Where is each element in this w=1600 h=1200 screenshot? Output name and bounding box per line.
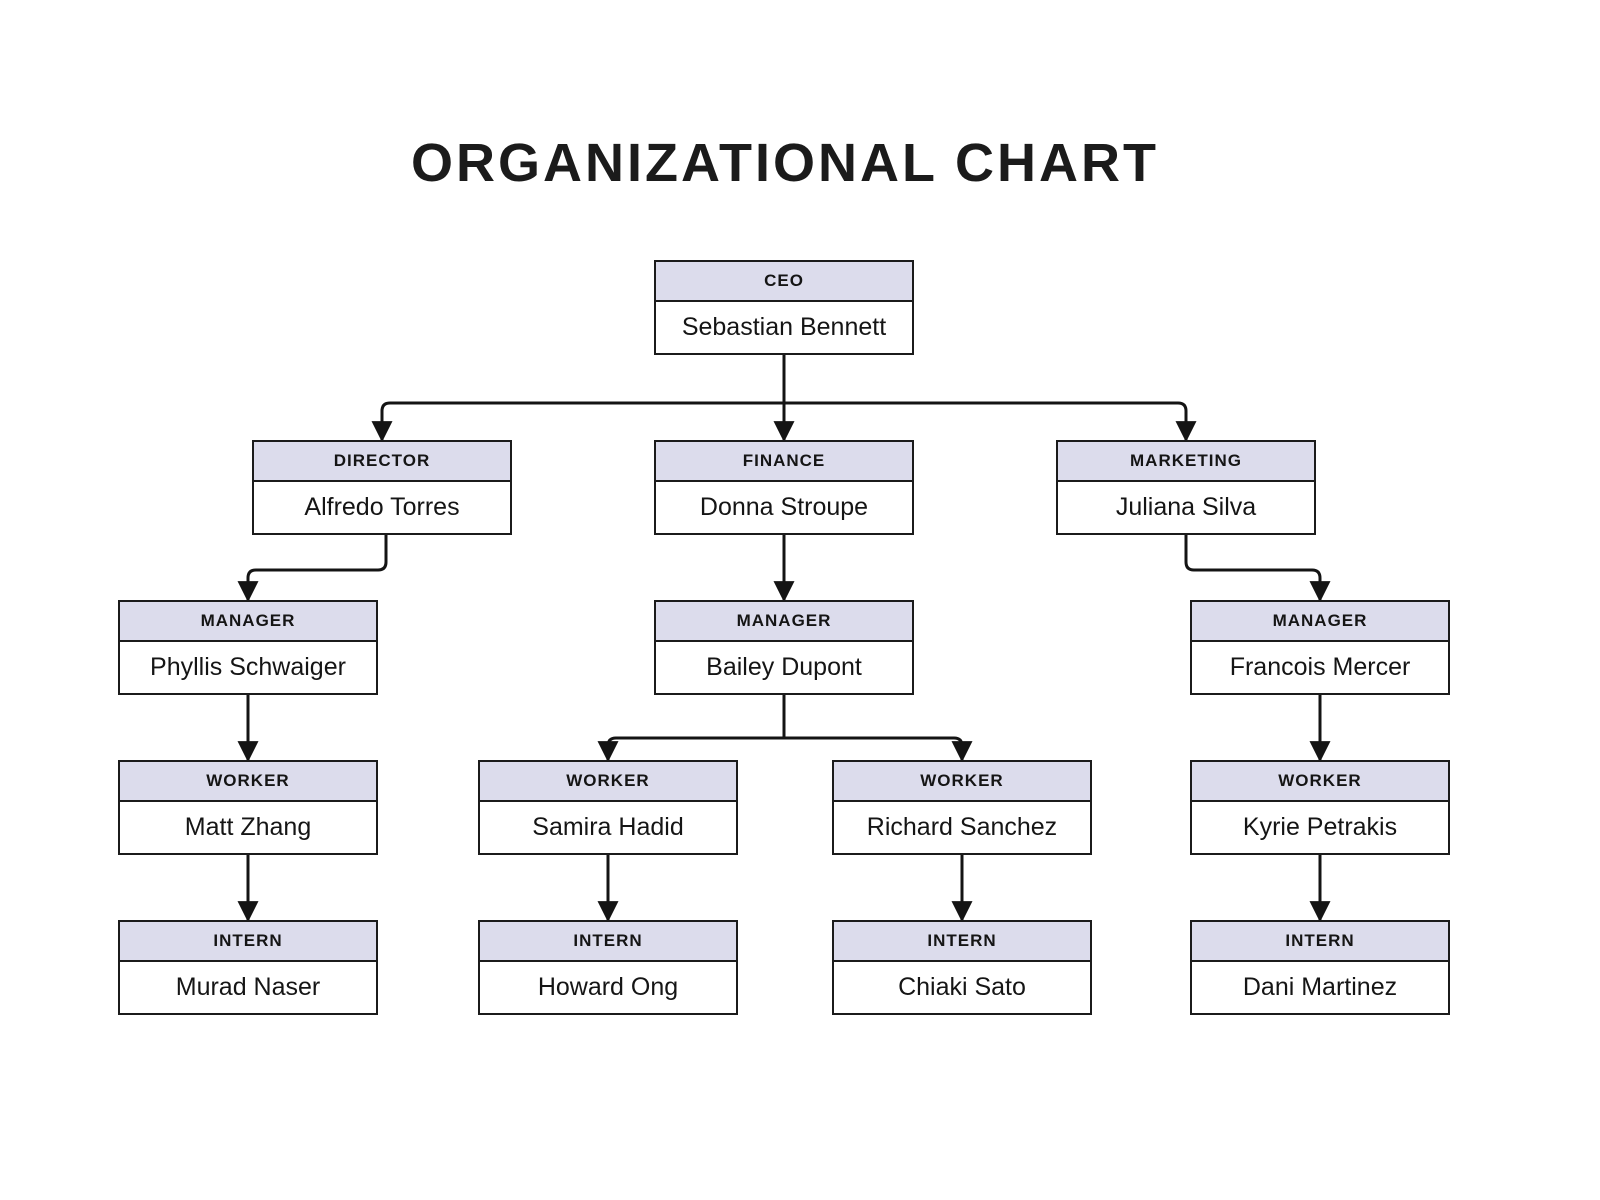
- node-finance: FINANCE Donna Stroupe: [654, 440, 914, 535]
- page-title: ORGANIZATIONAL CHART: [411, 133, 1159, 193]
- node-person-name: Matt Zhang: [120, 802, 376, 853]
- node-role-label: WORKER: [480, 762, 736, 802]
- node-ceo: CEO Sebastian Bennett: [654, 260, 914, 355]
- node-role-label: MANAGER: [120, 602, 376, 642]
- node-role-label: MANAGER: [656, 602, 912, 642]
- node-person-name: Francois Mercer: [1192, 642, 1448, 693]
- edge-manager-2-worker-2: [597, 736, 784, 763]
- node-intern-4: INTERN Dani Martinez: [1190, 920, 1450, 1015]
- node-director: DIRECTOR Alfredo Torres: [252, 440, 512, 535]
- node-worker-3: WORKER Richard Sanchez: [832, 760, 1092, 855]
- edge-marketing-manager-3: [1184, 535, 1331, 603]
- edge-ceo-marketing: [784, 401, 1197, 443]
- node-person-name: Bailey Dupont: [656, 642, 912, 693]
- node-role-label: MARKETING: [1058, 442, 1314, 482]
- node-person-name: Kyrie Petrakis: [1192, 802, 1448, 853]
- node-person-name: Donna Stroupe: [656, 482, 912, 533]
- node-person-name: Samira Hadid: [480, 802, 736, 853]
- node-manager-2: MANAGER Bailey Dupont: [654, 600, 914, 695]
- node-worker-2: WORKER Samira Hadid: [478, 760, 738, 855]
- node-manager-3: MANAGER Francois Mercer: [1190, 600, 1450, 695]
- node-worker-1: WORKER Matt Zhang: [118, 760, 378, 855]
- edge-manager-2-worker-3: [784, 736, 973, 763]
- node-person-name: Sebastian Bennett: [656, 302, 912, 353]
- edge-director-manager-1: [237, 535, 388, 603]
- node-role-label: INTERN: [120, 922, 376, 962]
- node-role-label: INTERN: [1192, 922, 1448, 962]
- node-role-label: DIRECTOR: [254, 442, 510, 482]
- node-intern-2: INTERN Howard Ong: [478, 920, 738, 1015]
- node-role-label: CEO: [656, 262, 912, 302]
- node-role-label: WORKER: [834, 762, 1090, 802]
- node-intern-3: INTERN Chiaki Sato: [832, 920, 1092, 1015]
- node-role-label: FINANCE: [656, 442, 912, 482]
- node-person-name: Phyllis Schwaiger: [120, 642, 376, 693]
- edge-ceo-director: [371, 401, 784, 443]
- node-role-label: INTERN: [480, 922, 736, 962]
- node-marketing: MARKETING Juliana Silva: [1056, 440, 1316, 535]
- node-manager-1: MANAGER Phyllis Schwaiger: [118, 600, 378, 695]
- node-person-name: Dani Martinez: [1192, 962, 1448, 1013]
- node-intern-1: INTERN Murad Naser: [118, 920, 378, 1015]
- node-role-label: WORKER: [120, 762, 376, 802]
- node-person-name: Alfredo Torres: [254, 482, 510, 533]
- node-person-name: Juliana Silva: [1058, 482, 1314, 533]
- node-role-label: INTERN: [834, 922, 1090, 962]
- node-person-name: Richard Sanchez: [834, 802, 1090, 853]
- node-person-name: Chiaki Sato: [834, 962, 1090, 1013]
- node-person-name: Murad Naser: [120, 962, 376, 1013]
- node-person-name: Howard Ong: [480, 962, 736, 1013]
- node-role-label: WORKER: [1192, 762, 1448, 802]
- node-role-label: MANAGER: [1192, 602, 1448, 642]
- node-worker-4: WORKER Kyrie Petrakis: [1190, 760, 1450, 855]
